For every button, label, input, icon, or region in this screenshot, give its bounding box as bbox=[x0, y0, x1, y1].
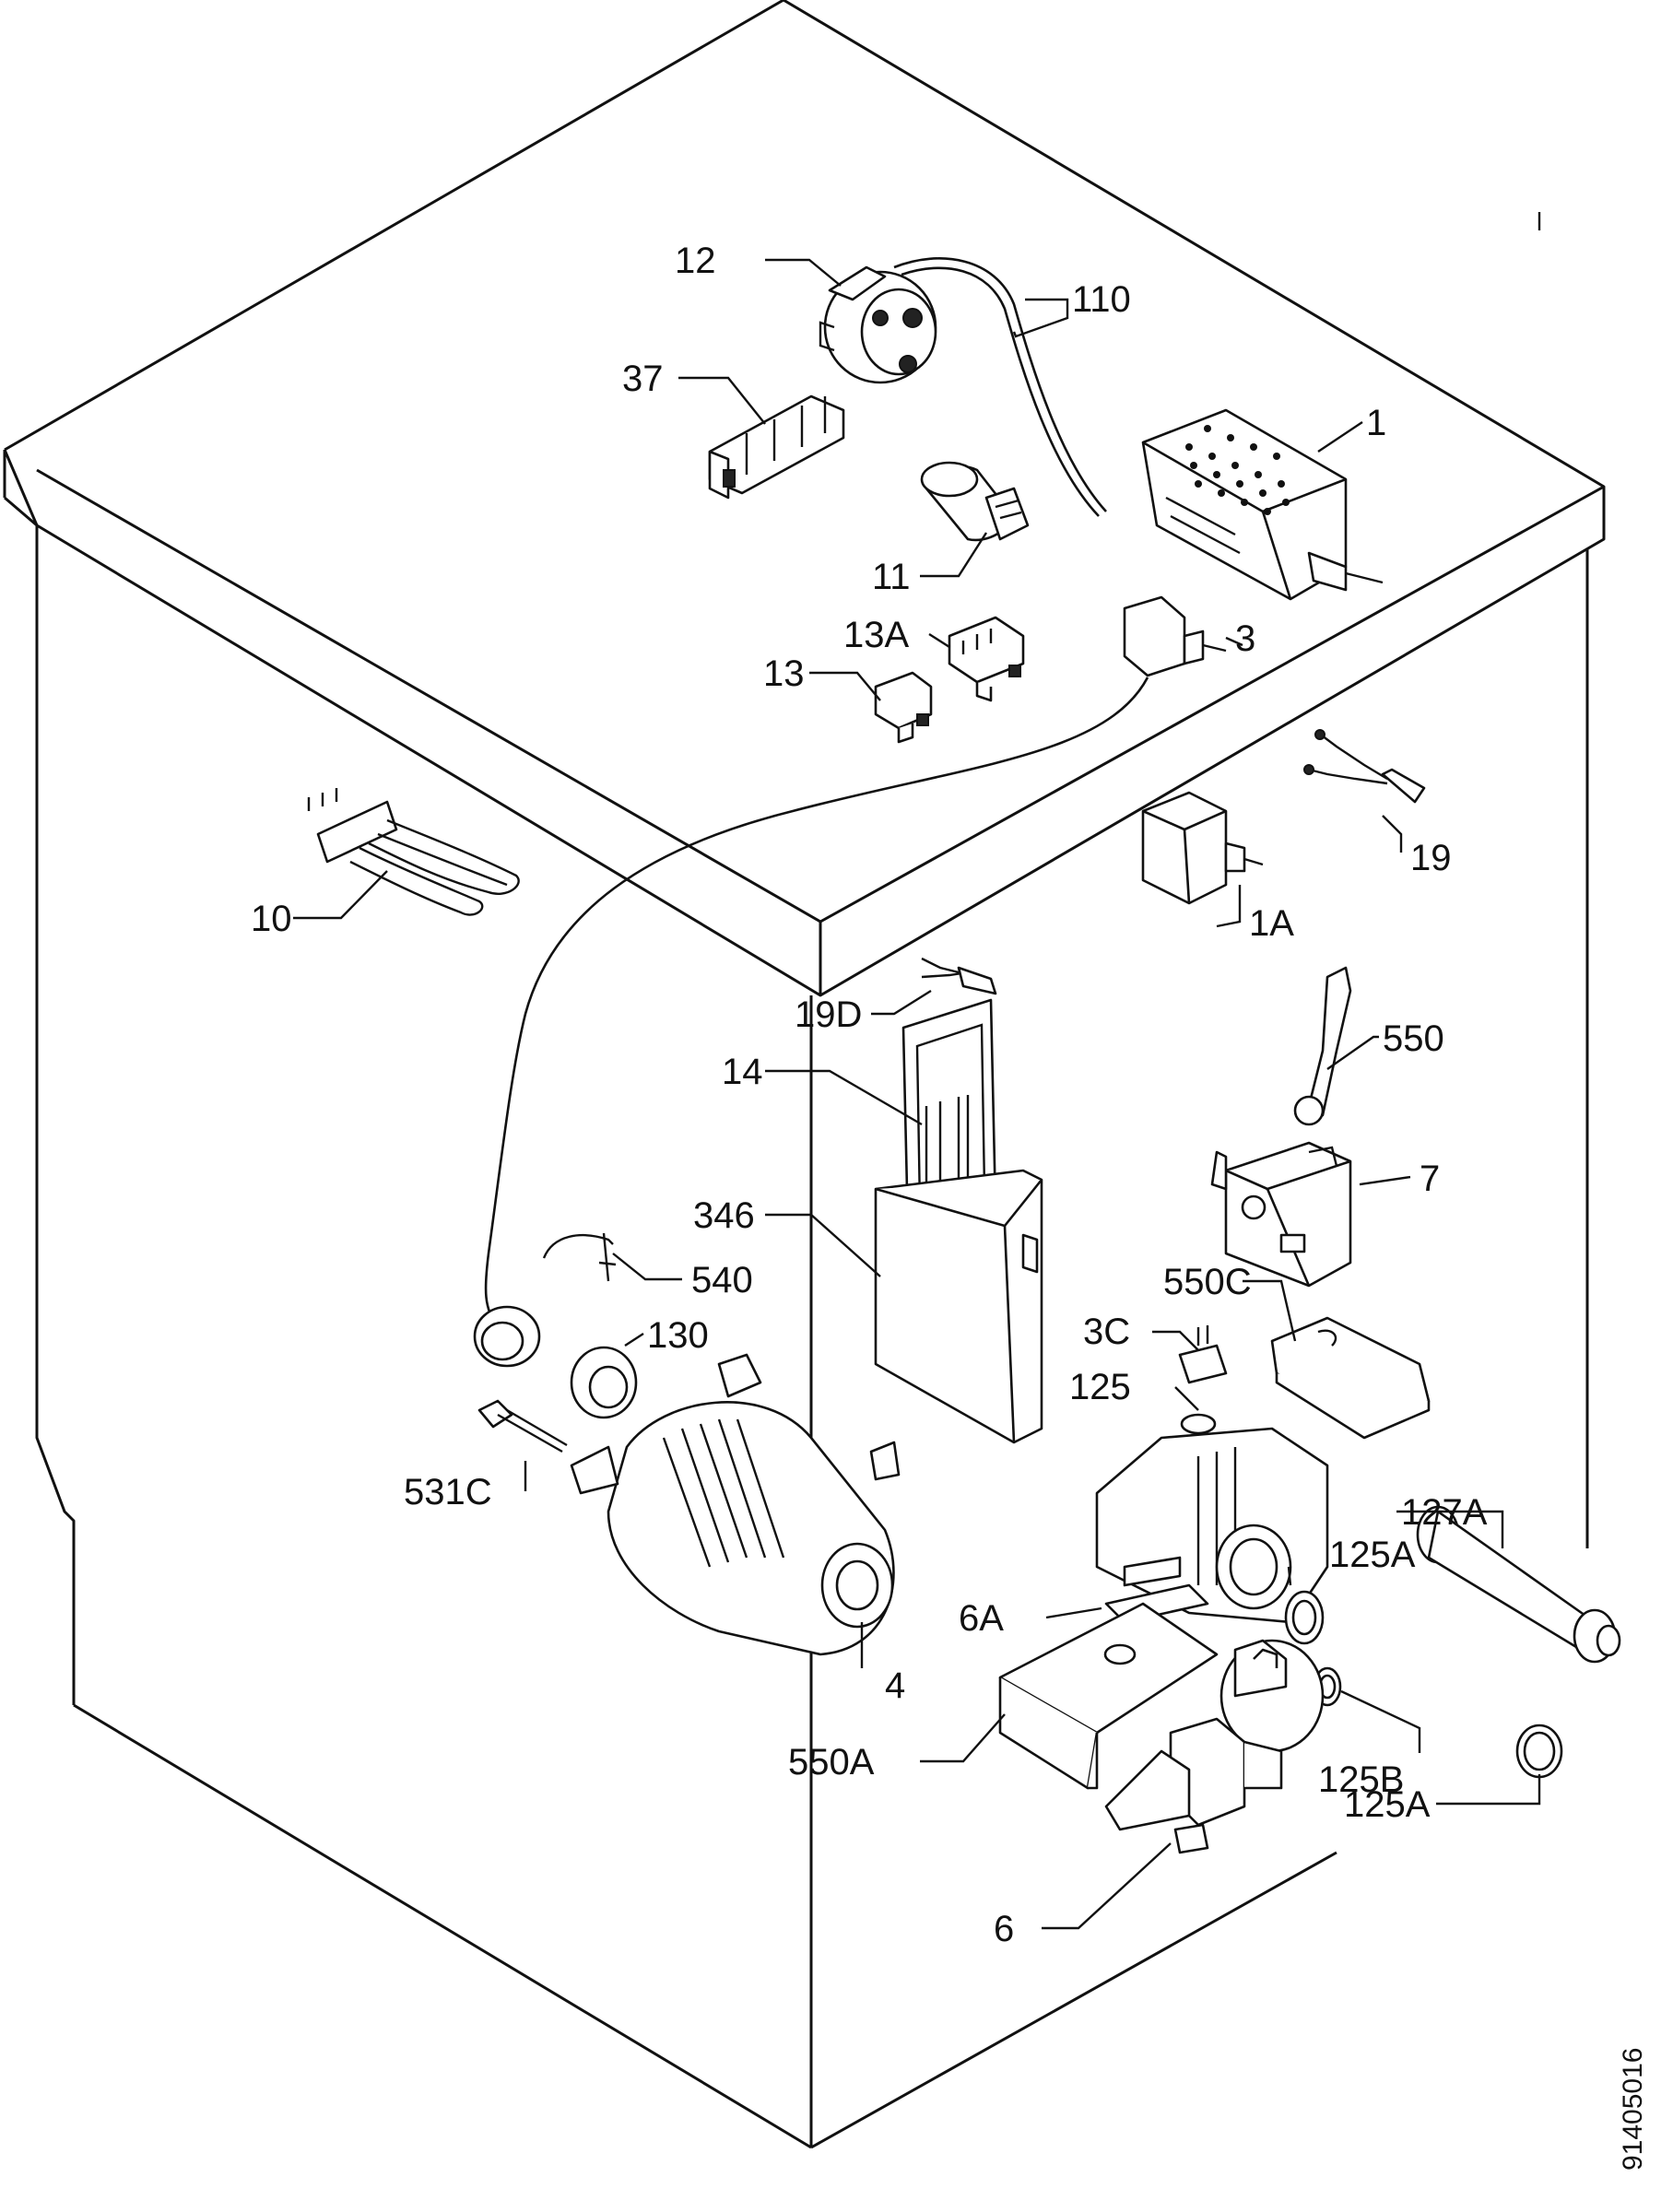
pipe-127A bbox=[1416, 1505, 1621, 1664]
part-labels: 12 110 37 1 11 13A 3 13 19 1A 10 19D 550… bbox=[251, 241, 1488, 1949]
label-125B: 125B bbox=[1318, 1759, 1404, 1800]
sensor-3C bbox=[1178, 1325, 1228, 1384]
label-125A-lower: 125A bbox=[1344, 1784, 1431, 1825]
lever-550 bbox=[1293, 966, 1352, 1126]
label-19: 19 bbox=[1410, 838, 1452, 878]
label-3C: 3C bbox=[1083, 1312, 1130, 1352]
clip-540 bbox=[542, 1232, 617, 1282]
label-10: 10 bbox=[251, 899, 292, 939]
label-14: 14 bbox=[722, 1052, 763, 1092]
door-lock-7 bbox=[1210, 1141, 1352, 1288]
cabinet-top-right-front bbox=[819, 485, 1605, 924]
cabinet-bottom-left bbox=[73, 1703, 812, 2149]
label-19D: 19D bbox=[795, 994, 862, 1035]
hose-110 bbox=[893, 257, 1107, 512]
sensor-19 bbox=[1303, 729, 1426, 804]
cabinet-outline bbox=[3, 0, 1606, 2149]
label-7: 7 bbox=[1420, 1159, 1440, 1199]
programmer-timer-1 bbox=[1141, 408, 1384, 601]
pressure-switch-12 bbox=[819, 265, 937, 384]
terminal-block-37 bbox=[708, 394, 845, 500]
label-1: 1 bbox=[1366, 403, 1386, 443]
label-130: 130 bbox=[647, 1315, 709, 1356]
ring-125A-upper bbox=[1284, 1590, 1325, 1645]
label-6: 6 bbox=[994, 1909, 1014, 1949]
label-550C: 550C bbox=[1163, 1262, 1252, 1302]
label-127A: 127A bbox=[1401, 1492, 1488, 1533]
label-550A: 550A bbox=[788, 1742, 875, 1783]
cover-550A bbox=[998, 1602, 1219, 1790]
label-13A: 13A bbox=[843, 615, 909, 655]
label-6A: 6A bbox=[959, 1598, 1004, 1639]
screw-531C bbox=[477, 1399, 568, 1453]
cabinet-top-edge bbox=[3, 0, 1606, 997]
cabinet-left-side bbox=[35, 525, 76, 1705]
switch-1A bbox=[1141, 791, 1264, 905]
label-3: 3 bbox=[1235, 618, 1255, 659]
label-37: 37 bbox=[622, 359, 664, 399]
label-11: 11 bbox=[872, 557, 911, 597]
label-4: 4 bbox=[885, 1665, 905, 1706]
label-125A-upper: 125A bbox=[1329, 1535, 1416, 1575]
label-110: 110 bbox=[1072, 279, 1131, 320]
label-540: 540 bbox=[691, 1260, 753, 1300]
cover-550C bbox=[1270, 1316, 1431, 1440]
cabinet-bottom-right bbox=[810, 1851, 1337, 2149]
label-1A: 1A bbox=[1249, 903, 1294, 944]
connector-13 bbox=[874, 671, 933, 744]
cabinet-top-left-corner bbox=[4, 496, 38, 527]
label-346: 346 bbox=[693, 1195, 755, 1236]
connector-13A bbox=[948, 616, 1025, 702]
label-550: 550 bbox=[1383, 1018, 1444, 1059]
selector-switch-3 bbox=[1123, 595, 1227, 677]
filter-housing-346 bbox=[874, 1169, 1043, 1444]
pump-6 bbox=[1104, 1639, 1325, 1854]
label-125: 125 bbox=[1069, 1367, 1131, 1407]
seal-130 bbox=[570, 1346, 638, 1419]
label-531C: 531C bbox=[404, 1472, 492, 1512]
heating-element-10 bbox=[307, 788, 520, 916]
motor-4 bbox=[570, 1353, 901, 1656]
ring-125A-lower bbox=[1515, 1724, 1563, 1779]
capacitor-11 bbox=[920, 461, 1030, 542]
sensor-19D bbox=[921, 957, 997, 995]
hose-110-inner bbox=[901, 266, 1100, 517]
label-12: 12 bbox=[675, 241, 716, 281]
pump-housing bbox=[1095, 1427, 1329, 1624]
label-13: 13 bbox=[763, 653, 805, 694]
grommet bbox=[473, 1305, 541, 1368]
selector-cable bbox=[484, 677, 1149, 1328]
leader-lines bbox=[293, 258, 1541, 1930]
document-number: 91405016 bbox=[1618, 2047, 1648, 2171]
ring-125 bbox=[1180, 1413, 1217, 1435]
